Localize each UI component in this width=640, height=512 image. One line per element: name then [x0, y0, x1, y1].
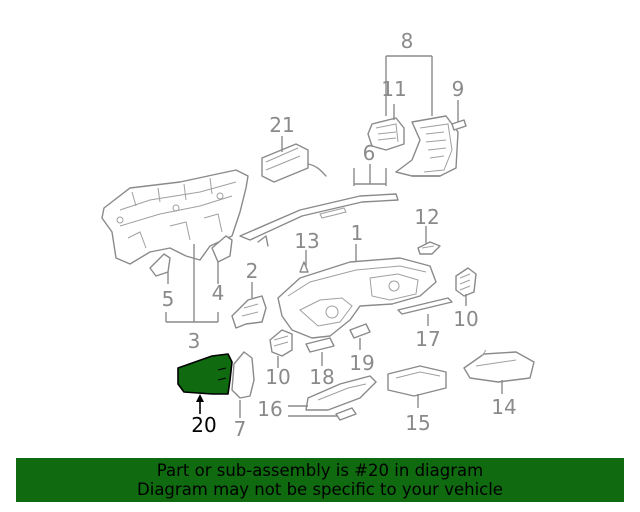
part-11-vent: [367, 117, 405, 151]
info-banner: Part or sub-assembly is #20 in diagram D…: [16, 458, 624, 502]
part-20-knee-bolster-highlighted: [177, 353, 233, 395]
callout-20-highlighted: 20: [191, 413, 216, 437]
part-15-glove-box: [387, 365, 447, 397]
callout-15: 15: [405, 411, 430, 435]
callout-8: 8: [401, 29, 414, 53]
callout-19: 19: [349, 351, 374, 375]
callout-10-right: 10: [453, 307, 478, 331]
callout-21: 21: [269, 113, 294, 137]
banner-line-2: Diagram may not be specific to your vehi…: [137, 480, 503, 499]
callout-6: 6: [363, 141, 376, 165]
part-7-trim-panel: [231, 351, 255, 399]
callout-2: 2: [246, 259, 259, 283]
part-4-bracket: [211, 235, 233, 263]
part-18-switch-panel: [305, 337, 335, 353]
callout-1: 1: [351, 221, 364, 245]
callout-numbers: 8 11 9 21 6 12 13 1 2 5 4 3 10 17 19 20 …: [162, 29, 517, 441]
callout-10-left: 10: [265, 365, 290, 389]
part-13-clip: [299, 261, 309, 273]
callout-14: 14: [491, 395, 516, 419]
callout-3: 3: [188, 329, 201, 353]
part-9-clip: [451, 119, 467, 131]
part-10-vent-left: [269, 329, 293, 357]
part-2-support-bracket: [231, 295, 267, 329]
callout-17: 17: [415, 327, 440, 351]
part-14-console: [463, 349, 535, 383]
callout-13: 13: [294, 229, 319, 253]
callout-12: 12: [414, 205, 439, 229]
part-6-trim-strip: [239, 193, 399, 247]
part-10-vent-right: [455, 267, 477, 297]
callout-11: 11: [381, 77, 406, 101]
callout-5: 5: [162, 287, 175, 311]
part-21-airbag-module: [261, 143, 327, 183]
part-8-vent-assembly: [395, 115, 459, 177]
callout-7: 7: [234, 417, 247, 441]
part-5-bracket: [149, 253, 171, 277]
leader-lines: [165, 55, 503, 418]
part-12-small-vent: [417, 241, 441, 255]
part-3-dash-frame: [101, 169, 249, 265]
part-1-instrument-panel: [277, 257, 437, 339]
part-17-strip: [397, 297, 453, 315]
part-16-lower-panel: [305, 375, 377, 421]
callout-16: 16: [257, 397, 282, 421]
callout-18: 18: [309, 365, 334, 389]
parts-diagram: 8 11 9 21 6 12 13 1 2 5 4 3 10 17 19 20 …: [101, 29, 535, 441]
callout-4: 4: [212, 281, 225, 305]
banner-line-1: Part or sub-assembly is #20 in diagram: [156, 461, 484, 480]
callout-9: 9: [452, 77, 465, 101]
part-19-switch: [349, 323, 371, 339]
